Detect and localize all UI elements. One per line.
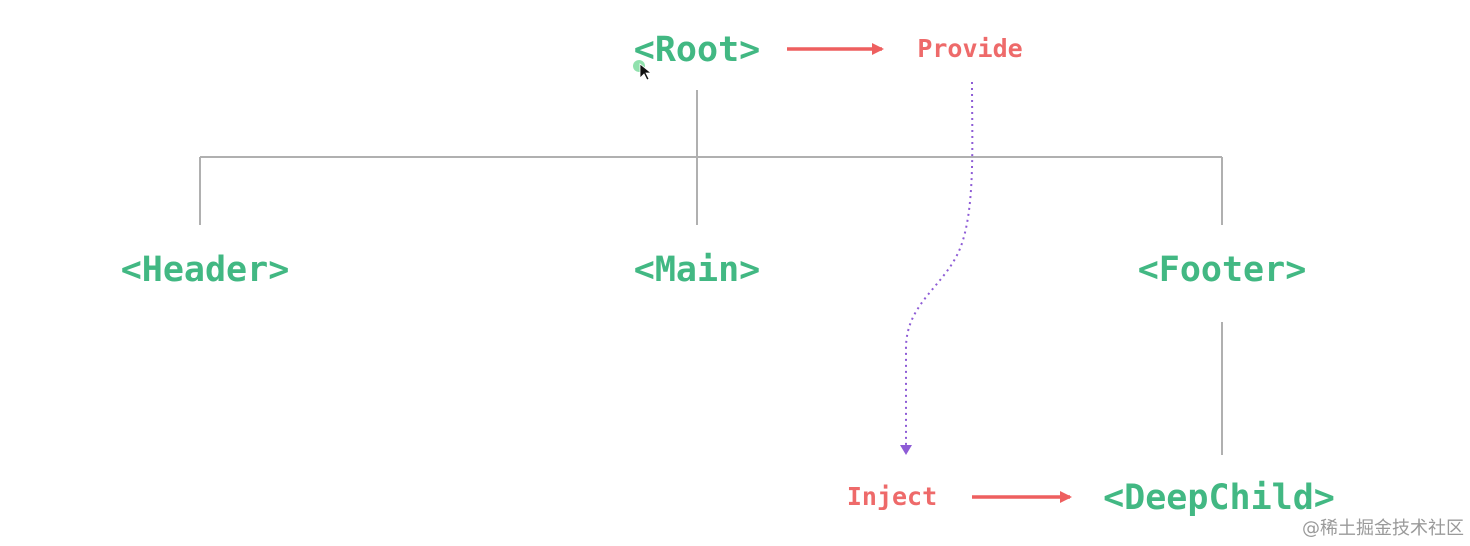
watermark-text: @稀土掘金技术社区 xyxy=(1302,518,1464,539)
node-footer: <Footer> xyxy=(1138,250,1307,290)
node-main: <Main> xyxy=(634,250,760,290)
node-deep-child: <DeepChild> xyxy=(1103,478,1335,518)
inject-path xyxy=(904,81,974,445)
inject-label: Inject xyxy=(847,482,937,511)
provide-label: Provide xyxy=(917,34,1022,63)
inject-path-arrowhead xyxy=(900,445,912,455)
node-root: <Root> xyxy=(634,30,760,70)
node-header: <Header> xyxy=(121,250,290,290)
tree-connectors xyxy=(199,90,1223,455)
mouse-cursor xyxy=(633,60,653,81)
